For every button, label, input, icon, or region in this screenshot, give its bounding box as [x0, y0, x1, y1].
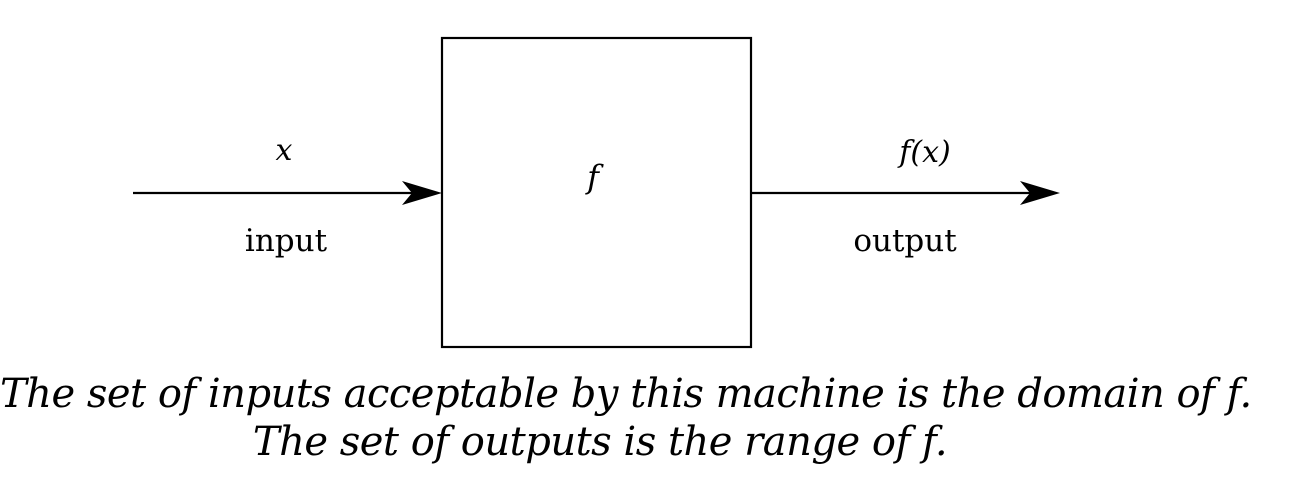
- function-label: f: [585, 158, 604, 196]
- function-machine-diagram: x input f f(x) output: [133, 36, 1060, 349]
- input-arrow: [133, 181, 442, 205]
- input-symbol: x: [276, 133, 293, 168]
- output-symbol: f(x): [897, 135, 950, 170]
- input-label: input: [245, 223, 328, 259]
- figure-caption: The set of inputs acceptable by this mac…: [0, 370, 1252, 466]
- output-arrow: [751, 181, 1060, 205]
- caption-line-2: The set of outputs is the range of f.: [252, 419, 948, 465]
- caption-line-1: The set of inputs acceptable by this mac…: [0, 371, 1252, 417]
- output-label: output: [853, 223, 957, 259]
